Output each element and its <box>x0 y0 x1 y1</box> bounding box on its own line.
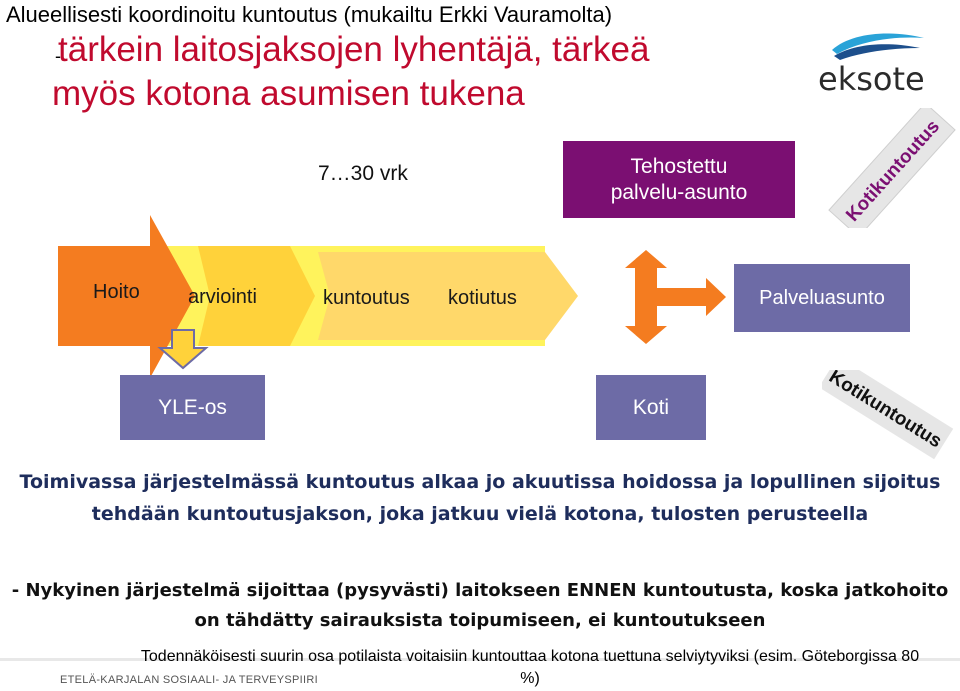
branch-arrow-icon <box>625 250 726 344</box>
arviointi-label: arviointi <box>188 286 257 308</box>
arviointi-arrow <box>198 246 315 346</box>
hoito-label: Hoito <box>93 281 140 303</box>
kuntoutus-arrow <box>318 252 578 340</box>
eksote-logo-icon: eksote <box>818 33 925 98</box>
duration-label: 7…30 vrk <box>318 162 408 185</box>
title-line-2: tärkein laitosjaksojen lyhentäjä, tärkeä <box>58 30 650 69</box>
palveluasunto-box: Palveluasunto <box>734 264 910 332</box>
tehostettu-palveluasunto-box: Tehostettu palvelu-asunto <box>563 141 795 218</box>
eksote-logo: eksote <box>812 30 932 100</box>
hoito-arrow <box>58 215 195 378</box>
down-arrow-icon <box>157 329 209 370</box>
footer-divider <box>0 658 960 661</box>
summary-paragraph: Toimivassa järjestelmässä kuntoutus alka… <box>19 471 941 525</box>
title-dash: - <box>55 46 61 66</box>
koti-box: Koti <box>596 375 706 440</box>
tehostettu-label: Tehostettu palvelu-asunto <box>610 154 748 204</box>
care-flow-diagram <box>58 215 726 378</box>
yle-os-box: YLE-os <box>120 375 265 440</box>
footer-note: Todennäköisesti suurin osa potilaista vo… <box>140 648 920 687</box>
kotikuntoutus-tag-top: Kotikuntoutus <box>822 102 960 238</box>
footer-organization: ETELÄ-KARJALAN SOSIAALI- JA TERVEYSPIIRI <box>60 674 318 686</box>
kuntoutus-label: kuntoutus <box>323 287 410 309</box>
title-line-3: myös kotona asumisen tukena <box>52 74 525 113</box>
current-system-paragraph: - Nykyinen järjestelmä sijoittaa (pysyvä… <box>11 580 949 631</box>
kotiutus-label: kotiutus <box>448 287 517 309</box>
title-line-1: Alueellisesti koordinoitu kuntoutus (muk… <box>6 2 613 27</box>
koti-label: Koti <box>632 395 670 419</box>
eksote-logo-text: eksote <box>818 60 925 98</box>
kotikuntoutus-tag-bottom: Kotikuntoutus <box>818 356 960 470</box>
yle-os-label: YLE-os <box>158 395 227 419</box>
palveluasunto-label: Palveluasunto <box>759 286 885 309</box>
